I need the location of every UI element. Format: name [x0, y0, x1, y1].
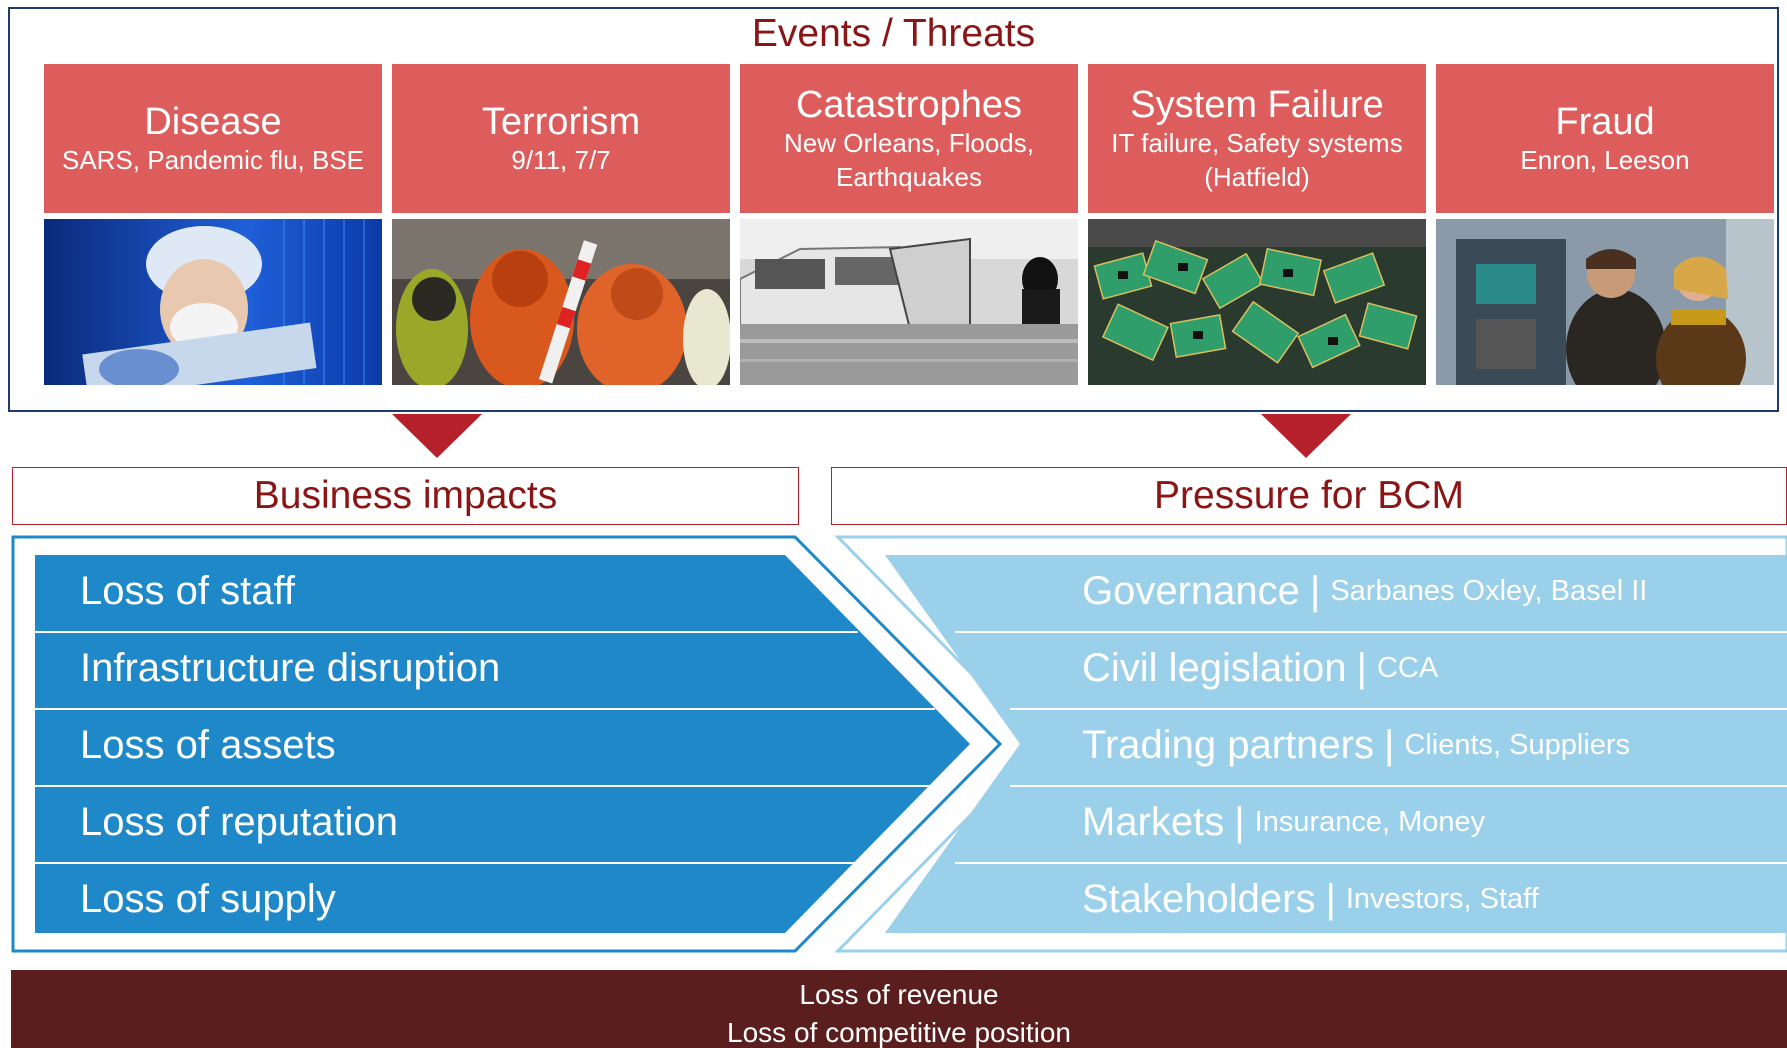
- event-name: System Failure: [1130, 83, 1384, 126]
- event-details: IT failure, Safety systems (Hatfield): [1111, 127, 1403, 192]
- event-name: Terrorism: [481, 100, 641, 143]
- pressure-separator: |: [1356, 646, 1367, 690]
- event-fraud: Fraud Enron, Leeson: [1436, 64, 1774, 385]
- circuit-boards-photo: [1088, 219, 1426, 385]
- pressure-detail: Sarbanes Oxley, Basel II: [1330, 575, 1648, 607]
- list-item: Loss of supply: [80, 877, 336, 921]
- event-header: System Failure IT failure, Safety system…: [1088, 64, 1426, 213]
- event-name: Disease: [144, 100, 282, 143]
- pressure-list: Governance | Sarbanes Oxley, Basel II Ci…: [1082, 553, 1782, 938]
- list-item: Loss of reputation: [80, 800, 398, 844]
- event-header: Disease SARS, Pandemic flu, BSE: [44, 64, 382, 213]
- flooded-car-photo: [740, 219, 1078, 385]
- consequences-bar: Loss of revenue Loss of competitive posi…: [11, 970, 1787, 1048]
- pressure-detail: CCA: [1376, 652, 1439, 684]
- list-item: Civil legislation | CCA: [1082, 630, 1782, 707]
- hazmat-responders-photo: [392, 219, 730, 385]
- pressure-detail: Insurance, Money: [1254, 806, 1486, 838]
- list-item: Governance | Sarbanes Oxley, Basel II: [1082, 553, 1782, 630]
- list-item: Markets | Insurance, Money: [1082, 784, 1782, 861]
- list-item: Trading partners | Clients, Suppliers: [1082, 707, 1782, 784]
- list-item: Infrastructure disruption: [80, 646, 501, 690]
- event-details: SARS, Pandemic flu, BSE: [61, 144, 365, 175]
- event-details: Enron, Leeson: [1520, 144, 1690, 175]
- down-arrow-icon: [392, 414, 482, 458]
- pressure-main: Trading partners: [1082, 723, 1374, 767]
- masked-scientist-photo: [44, 219, 382, 385]
- event-details: 9/11, 7/7: [511, 144, 611, 175]
- business-impacts-header: Business impacts: [12, 467, 799, 525]
- pressure-main: Stakeholders: [1082, 877, 1316, 921]
- event-system-failure: System Failure IT failure, Safety system…: [1088, 64, 1426, 385]
- pressure-separator: |: [1384, 723, 1395, 767]
- pressure-shape: [885, 555, 1787, 933]
- down-arrow-icon: [1261, 414, 1351, 458]
- pressure-separator: |: [1234, 800, 1245, 844]
- event-header: Fraud Enron, Leeson: [1436, 64, 1774, 213]
- event-name: Catastrophes: [795, 83, 1022, 126]
- atm-people-photo: [1436, 219, 1774, 385]
- chevron-diagram: [11, 535, 1787, 953]
- pressure-main: Civil legislation: [1082, 646, 1347, 690]
- impacts-shape: [35, 555, 970, 933]
- event-disease: Disease SARS, Pandemic flu, BSE: [44, 64, 382, 385]
- event-terrorism: Terrorism 9/11, 7/7: [392, 64, 730, 385]
- events-title: Events / Threats: [751, 12, 1036, 55]
- consequence-line: Loss of competitive position: [727, 1017, 1071, 1048]
- event-name: Fraud: [1555, 100, 1655, 143]
- events-panel: Events / Threats Disease SARS, Pandemic …: [8, 7, 1779, 412]
- event-header: Terrorism 9/11, 7/7: [392, 64, 730, 213]
- event-details: New Orleans, Floods, Earthquakes: [784, 127, 1034, 192]
- pressure-header: Pressure for BCM: [831, 467, 1787, 525]
- pressure-main: Governance: [1082, 569, 1300, 613]
- pressure-detail: Clients, Suppliers: [1404, 729, 1631, 761]
- consequence-line: Loss of revenue: [799, 979, 999, 1010]
- pressure-detail: Investors, Staff: [1345, 883, 1539, 915]
- list-item: Loss of assets: [80, 723, 336, 767]
- pressure-separator: |: [1309, 569, 1321, 613]
- business-impacts-list: Loss of staff Infrastructure disruption …: [80, 553, 980, 938]
- event-header: Catastrophes New Orleans, Floods, Earthq…: [740, 64, 1078, 213]
- list-item: Stakeholders | Investors, Staff: [1082, 861, 1782, 938]
- list-item: Loss of staff: [80, 569, 295, 613]
- pressure-main: Markets: [1082, 800, 1225, 844]
- pressure-separator: |: [1325, 877, 1336, 921]
- event-catastrophes: Catastrophes New Orleans, Floods, Earthq…: [740, 64, 1078, 385]
